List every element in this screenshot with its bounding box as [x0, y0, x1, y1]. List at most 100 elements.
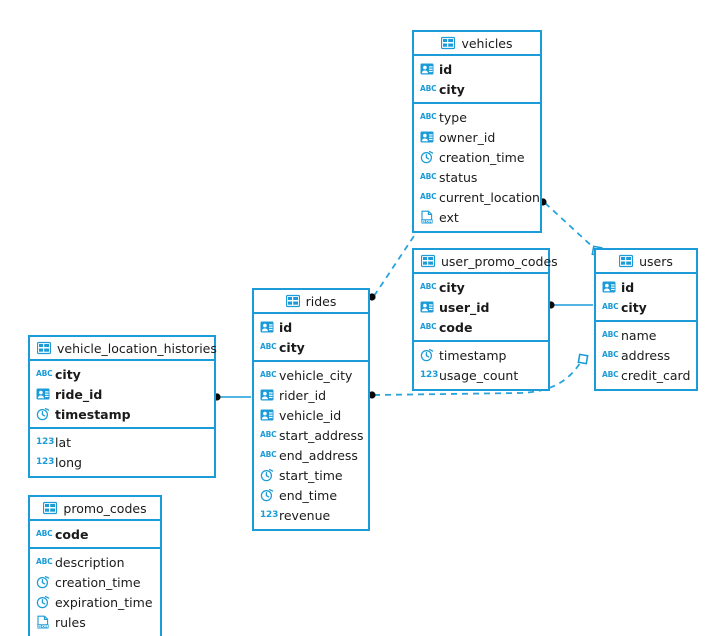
column-label: rider_id: [279, 387, 327, 403]
column-label: expiration_time: [55, 594, 153, 610]
abc-string-icon: ABC: [36, 369, 53, 378]
abc-string-icon: ABC: [602, 370, 619, 379]
column-row[interactable]: timestamp: [414, 345, 548, 365]
table-header-vehicles[interactable]: vehicles: [414, 32, 540, 56]
primary-key-row[interactable]: id: [414, 59, 540, 79]
abc-string-icon: ABC: [420, 84, 437, 93]
table-header-promo_codes[interactable]: promo_codes: [30, 497, 160, 521]
column-label: ride_id: [55, 386, 103, 402]
abc-string-icon: ABC: [602, 350, 619, 359]
relationship-rel-vlh-rides[interactable]: [213, 393, 251, 401]
clock-icon: [36, 575, 50, 589]
column-label: usage_count: [439, 367, 519, 383]
json-document-icon: JSON: [420, 210, 434, 224]
table-header-rides[interactable]: rides: [254, 290, 368, 314]
column-label: revenue: [279, 507, 331, 523]
clock-icon: [420, 150, 434, 164]
abc-string-icon: ABC: [420, 322, 437, 331]
123-number-icon: 123: [260, 510, 279, 520]
123-number-icon: 123: [36, 457, 55, 467]
column-label: city: [279, 339, 305, 355]
column-row[interactable]: owner_id: [414, 127, 540, 147]
relationship-rel-upc-users[interactable]: [547, 301, 593, 309]
column-label: end_time: [279, 487, 338, 503]
table-header-user_promo_codes[interactable]: user_promo_codes: [414, 250, 558, 274]
table-header-vehicle_location_histories[interactable]: vehicle_location_histories: [30, 337, 217, 361]
column-label: type: [439, 109, 467, 125]
column-row[interactable]: end_time: [254, 485, 368, 505]
column-label: end_address: [279, 447, 358, 463]
id-card-icon: [420, 300, 434, 314]
abc-string-icon: ABC: [420, 172, 437, 181]
table-header-users[interactable]: users: [596, 250, 696, 274]
column-label: long: [55, 454, 82, 470]
table-title: rides: [305, 293, 337, 309]
column-row[interactable]: rider_id: [254, 385, 368, 405]
abc-string-icon: ABC: [602, 330, 619, 339]
primary-key-row[interactable]: id: [596, 277, 696, 297]
relationship-endpoint-square: [577, 353, 589, 365]
clock-icon: [260, 468, 274, 482]
clock-icon: [36, 595, 50, 609]
column-row[interactable]: creation_time: [30, 572, 160, 592]
column-label: vehicle_id: [279, 407, 342, 423]
primary-key-row[interactable]: user_id: [414, 297, 548, 317]
column-label: address: [621, 347, 671, 363]
id-card-icon: [420, 130, 434, 144]
id-card-icon: [36, 387, 50, 401]
column-label: id: [279, 319, 293, 335]
abc-string-icon: ABC: [260, 430, 277, 439]
primary-key-row[interactable]: timestamp: [30, 404, 214, 424]
column-label: name: [621, 327, 657, 343]
column-label: current_location: [439, 189, 540, 205]
column-row[interactable]: start_time: [254, 465, 368, 485]
primary-key-row[interactable]: ride_id: [30, 384, 214, 404]
id-card-icon: [260, 388, 274, 402]
primary-key-row[interactable]: id: [254, 317, 368, 337]
column-label: status: [439, 169, 478, 185]
abc-string-icon: ABC: [260, 342, 277, 351]
json-document-icon: JSON: [36, 615, 50, 629]
column-row[interactable]: creation_time: [414, 147, 540, 167]
table-title: user_promo_codes: [441, 253, 558, 269]
column-row[interactable]: expiration_time: [30, 592, 160, 612]
column-row[interactable]: vehicle_id: [254, 405, 368, 425]
